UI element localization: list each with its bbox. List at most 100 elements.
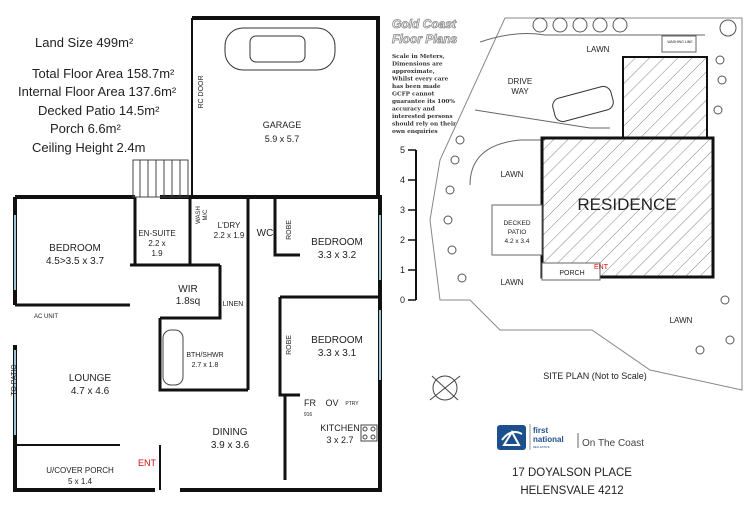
disclaimer-line: GCFP cannot — [392, 92, 435, 98]
scale-tick-label: 3 — [400, 205, 405, 215]
site-plan — [429, 17, 743, 401]
disclaimer: Scale in Meters,Dimensions areapproximat… — [391, 54, 457, 135]
address: 17 DOYALSON PLACE HELENSVALE 4212 — [512, 467, 632, 497]
scale-tick-label: 5 — [400, 145, 405, 155]
wc-label: WC — [257, 228, 274, 239]
stairs — [132, 159, 189, 198]
lounge-size: 4.7 x 4.6 — [71, 386, 110, 397]
wir-size: 1.8sq — [176, 296, 200, 307]
lawn-left-label: LAWN — [501, 170, 524, 179]
porch-label: U/COVER PORCH — [46, 466, 114, 475]
bedroom-main-label: BEDROOM — [49, 243, 101, 254]
site-plan-caption: SITE PLAN (Not to Scale) — [543, 371, 647, 381]
residence-footprint — [540, 136, 715, 279]
agency-national: national — [533, 435, 564, 444]
bath-label: BTH/SHWR — [186, 352, 223, 359]
ac-unit-label: AC UNIT — [34, 314, 58, 320]
fridge-width: 916 — [304, 412, 313, 418]
windows — [14, 215, 381, 435]
entry-label: ENT — [138, 458, 157, 468]
scale-tick-label: 4 — [400, 175, 405, 185]
kitchen-label: KITCHEN — [320, 423, 360, 433]
bathtub-icon — [162, 329, 184, 386]
garage-footprint — [622, 56, 708, 139]
wash-mc-label: M/C — [203, 209, 209, 221]
lounge-label: LOUNGE — [69, 373, 112, 384]
disclaimer-line: Whilst every care — [391, 77, 449, 83]
site-entry-label: ENT — [594, 264, 609, 271]
wash-label: WASH — [196, 206, 202, 224]
cooktop-icon — [360, 424, 378, 442]
lawn-bottom-right-label: LAWN — [670, 316, 693, 325]
disclaimer-line: should rely on their — [392, 122, 457, 128]
scale-tick-label: 2 — [400, 235, 405, 245]
brand-line-2: Floor Plans — [392, 32, 458, 46]
robe-label-1: ROBE — [286, 220, 293, 240]
agency-logo: first national REAL ESTATE On The Coast — [497, 424, 644, 450]
scale-tick-label: 1 — [400, 265, 405, 275]
compass-icon — [429, 375, 461, 401]
land-size: Land Size 499m² — [35, 35, 134, 50]
washing-line-label: WASHING LINE — [667, 40, 693, 44]
decked-patio-footprint — [491, 204, 543, 256]
decked-patio-area: Decked Patio 14.5m² — [38, 103, 160, 118]
trees — [443, 17, 737, 355]
driveway-label-1: DRIVE — [508, 77, 532, 86]
site-porch-label: PORCH — [559, 270, 584, 277]
room-labels: GARAGE 5.9 x 5.7 RC DOOR BEDROOM 4.5>3.5… — [11, 75, 363, 486]
decked-patio-label-2: PATIO — [508, 229, 527, 236]
address-line-1: 17 DOYALSON PLACE — [512, 467, 632, 479]
bedroom-2-label: BEDROOM — [311, 237, 363, 248]
residence-label: RESIDENCE — [577, 195, 676, 214]
area-summary: Land Size 499m² Total Floor Area 158.7m²… — [18, 35, 177, 155]
dining-label: DINING — [213, 427, 248, 438]
site-plan-labels: LAWN WASHING LINE DRIVE WAY LAWN RESIDEN… — [501, 40, 694, 381]
first-national-logo-icon — [497, 425, 526, 450]
bedroom-3-label: BEDROOM — [311, 335, 363, 346]
ensuite-label: EN-SUITE — [138, 229, 175, 238]
disclaimer-line: guarantee its 100% — [392, 99, 455, 105]
total-floor-area: Total Floor Area 158.7m² — [32, 66, 175, 81]
bath-size: 2.7 x 1.8 — [192, 362, 219, 369]
robe-label-2: ROBE — [286, 335, 293, 355]
bedroom-main-size: 4.5>3.5 x 3.7 — [46, 256, 105, 267]
pantry-label: PTRY — [345, 401, 359, 407]
ensuite-size-2: 1.9 — [151, 249, 163, 258]
scale-tick-label: 0 — [400, 295, 405, 305]
kitchen-size: 3 x 2.7 — [326, 435, 353, 445]
agency-first: first — [533, 426, 548, 435]
porch-size: 5 x 1.4 — [68, 477, 93, 486]
disclaimer-line: has been made — [392, 84, 441, 90]
dining-size: 3.9 x 3.6 — [211, 440, 250, 451]
lawn-top-label: LAWN — [587, 45, 610, 54]
garage-label: GARAGE — [263, 120, 302, 130]
car-icon — [224, 27, 336, 71]
linen-label: LINEN — [223, 301, 244, 308]
scale-bar: 5 4 3 2 1 0 — [400, 145, 417, 305]
porch-area: Porch 6.6m² — [50, 121, 121, 136]
disclaimer-line: Dimensions are — [392, 62, 443, 68]
brand-title: Gold Coast Floor Plans — [392, 17, 458, 47]
ceiling-height: Ceiling Height 2.4m — [32, 140, 145, 155]
garage-size: 5.9 x 5.7 — [265, 134, 300, 144]
driveway-label-2: WAY — [511, 87, 529, 96]
laundry-label: L'DRY — [218, 221, 241, 230]
disclaimer-line: interested persons — [392, 114, 453, 120]
wir-label: WIR — [178, 284, 197, 295]
bedroom-2-size: 3.3 x 3.2 — [318, 250, 357, 261]
agency-real-estate: REAL ESTATE — [533, 446, 550, 449]
internal-floor-area: Internal Floor Area 137.6m² — [18, 84, 177, 99]
lawn-bottom-left-label: LAWN — [501, 278, 524, 287]
agency-office: On The Coast — [582, 438, 644, 449]
decked-patio-label-1: DECKED — [503, 220, 530, 227]
disclaimer-line: own enquiries — [392, 129, 438, 135]
to-patio-label: TO PATIO — [11, 364, 18, 396]
laundry-size: 2.2 x 1.9 — [214, 231, 245, 240]
ensuite-size: 2.2 x — [148, 239, 165, 248]
address-line-2: HELENSVALE 4212 — [520, 485, 623, 497]
oven-label: OV — [325, 398, 338, 408]
car-icon — [552, 85, 614, 123]
fridge-label: FR — [304, 398, 316, 408]
